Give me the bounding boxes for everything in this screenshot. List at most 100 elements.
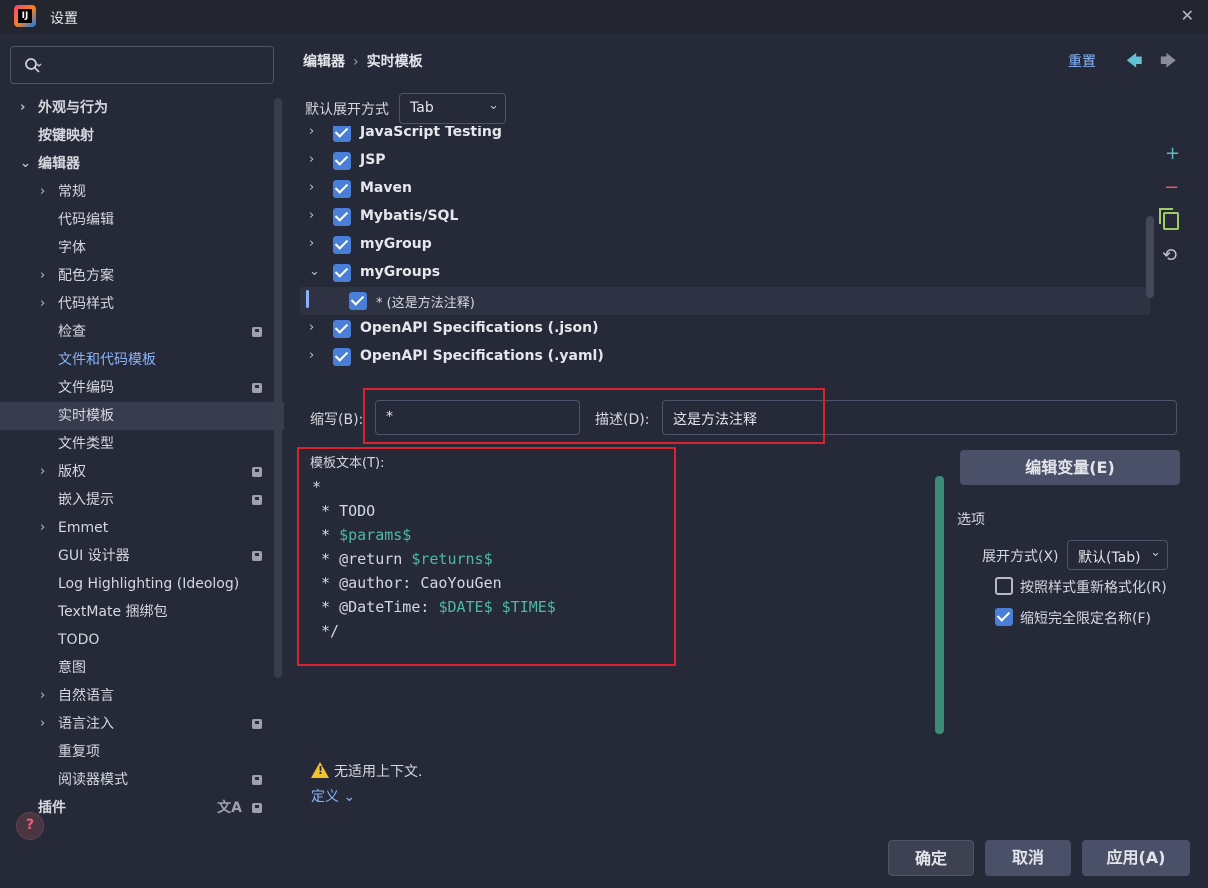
- sidebar-item-label: 字体: [58, 240, 86, 256]
- sidebar-item[interactable]: 按键映射: [0, 122, 284, 150]
- sidebar-item[interactable]: ›自然语言: [0, 682, 284, 710]
- sidebar-item[interactable]: 插件文A: [0, 794, 284, 822]
- back-arrow-icon[interactable]: 🡄: [1126, 51, 1143, 70]
- template-text-editor[interactable]: * * TODO * $params$ * @return $returns$ …: [312, 475, 556, 643]
- sidebar-item[interactable]: 意图: [0, 654, 284, 682]
- sidebar-item[interactable]: ›常规: [0, 178, 284, 206]
- add-icon[interactable]: +: [1165, 143, 1181, 164]
- sidebar-item[interactable]: TODO: [0, 626, 284, 654]
- sidebar-item[interactable]: ›代码样式: [0, 290, 284, 318]
- chevron-right-icon[interactable]: ›: [40, 268, 46, 283]
- apply-button[interactable]: 应用(A): [1082, 840, 1190, 876]
- sidebar-item[interactable]: ›语言注入: [0, 710, 284, 738]
- sidebar-item[interactable]: GUI 设计器: [0, 542, 284, 570]
- code-line: * @DateTime: $DATE$ $TIME$: [312, 595, 556, 619]
- template-checkbox[interactable]: [349, 292, 367, 310]
- chevron-right-icon[interactable]: ›: [309, 180, 315, 195]
- reformat-checkbox[interactable]: [995, 577, 1013, 595]
- chevron-right-icon[interactable]: ›: [40, 184, 46, 199]
- template-list-scrollbar[interactable]: [1146, 216, 1154, 298]
- template-group[interactable]: ›Maven: [300, 175, 1150, 203]
- template-checkbox[interactable]: [333, 264, 351, 282]
- sidebar-item[interactable]: Log Highlighting (Ideolog): [0, 570, 284, 598]
- template-group[interactable]: ›myGroup: [300, 231, 1150, 259]
- template-checkbox[interactable]: [333, 348, 351, 366]
- sidebar-item[interactable]: 嵌入提示: [0, 486, 284, 514]
- sidebar-item[interactable]: 文件和代码模板: [0, 346, 284, 374]
- sidebar-item[interactable]: ⌄编辑器: [0, 150, 284, 178]
- default-expand-select[interactable]: Tab ⌄: [399, 93, 506, 124]
- template-group[interactable]: ›JavaScript Testing: [300, 126, 1150, 147]
- chevron-right-icon[interactable]: ›: [20, 100, 26, 115]
- sidebar-item-label: 按键映射: [38, 128, 94, 144]
- project-settings-icon: [252, 495, 262, 505]
- template-group[interactable]: › Mybatis/SQL: [300, 203, 1150, 231]
- sidebar-item[interactable]: TextMate 捆绑包: [0, 598, 284, 626]
- shorten-fq-names-label[interactable]: 缩短完全限定名称(F): [1020, 611, 1151, 627]
- code-line: * TODO: [312, 499, 556, 523]
- settings-search-input[interactable]: [10, 46, 274, 84]
- cancel-button[interactable]: 取消: [985, 840, 1071, 876]
- template-name: Mybatis/SQL: [360, 208, 459, 224]
- template-item[interactable]: * (这是方法注释): [300, 287, 1150, 315]
- reformat-label[interactable]: 按照样式重新格式化(R): [1020, 580, 1167, 596]
- chevron-right-icon[interactable]: ›: [309, 348, 315, 363]
- template-checkbox[interactable]: [333, 208, 351, 226]
- sidebar-item[interactable]: 检查: [0, 318, 284, 346]
- template-checkbox[interactable]: [333, 152, 351, 170]
- warning-icon: [311, 762, 329, 778]
- chevron-right-icon[interactable]: ›: [40, 520, 46, 535]
- shorten-fq-names-checkbox[interactable]: [995, 608, 1013, 626]
- chevron-right-icon[interactable]: ›: [309, 152, 315, 167]
- project-settings-icon: [252, 383, 262, 393]
- ok-button[interactable]: 确定: [888, 840, 974, 876]
- context-warning-text: 无适用上下文.: [334, 764, 423, 780]
- remove-icon[interactable]: −: [1164, 177, 1180, 198]
- chevron-right-icon[interactable]: ›: [40, 716, 46, 731]
- define-context-link[interactable]: 定义 ⌄: [311, 789, 356, 805]
- chevron-right-icon[interactable]: ›: [309, 236, 315, 251]
- chevron-down-icon[interactable]: ⌄: [20, 156, 31, 171]
- sidebar-item[interactable]: 实时模板: [0, 402, 284, 430]
- sidebar-item[interactable]: ›配色方案: [0, 262, 284, 290]
- sidebar-item[interactable]: 文件编码: [0, 374, 284, 402]
- sidebar-item[interactable]: 重复项: [0, 738, 284, 766]
- sidebar-item[interactable]: 阅读器模式: [0, 766, 284, 794]
- breadcrumb-editor[interactable]: 编辑器: [303, 54, 345, 70]
- help-icon[interactable]: [16, 812, 44, 840]
- template-checkbox[interactable]: [333, 126, 351, 142]
- template-group[interactable]: ›OpenAPI Specifications (.yaml): [300, 343, 1150, 370]
- restore-icon[interactable]: ⟲: [1162, 245, 1178, 266]
- sidebar-scrollbar[interactable]: [274, 98, 282, 678]
- template-group[interactable]: ›OpenAPI Specifications (.json): [300, 315, 1150, 343]
- abbreviation-field[interactable]: *: [375, 400, 580, 435]
- sidebar-item[interactable]: 文件类型: [0, 430, 284, 458]
- sidebar-item[interactable]: 代码编辑: [0, 206, 284, 234]
- edit-variables-button[interactable]: 编辑变量(E): [960, 450, 1180, 485]
- chevron-right-icon[interactable]: ›: [309, 126, 315, 139]
- close-icon[interactable]: ✕: [1180, 6, 1194, 25]
- sidebar-item[interactable]: ›外观与行为: [0, 94, 284, 122]
- description-field[interactable]: 这是方法注释: [662, 400, 1177, 435]
- template-checkbox[interactable]: [333, 236, 351, 254]
- chevron-right-icon[interactable]: ›: [40, 296, 46, 311]
- copy-icon[interactable]: [1159, 208, 1179, 230]
- forward-arrow-icon[interactable]: 🡆: [1160, 51, 1177, 70]
- template-checkbox[interactable]: [333, 320, 351, 338]
- sidebar-item[interactable]: ›版权: [0, 458, 284, 486]
- sidebar-item-label: 重复项: [58, 744, 100, 760]
- sidebar-item[interactable]: ›Emmet: [0, 514, 284, 542]
- template-group[interactable]: ›JSP: [300, 147, 1150, 175]
- chevron-right-icon[interactable]: ›: [309, 208, 315, 223]
- chevron-down-icon[interactable]: ⌄: [309, 264, 320, 279]
- template-checkbox[interactable]: [333, 180, 351, 198]
- sidebar-item[interactable]: 字体: [0, 234, 284, 262]
- expand-with-select[interactable]: 默认(Tab) ⌄: [1067, 540, 1168, 570]
- editor-scrollbar[interactable]: [935, 476, 944, 734]
- reset-link[interactable]: 重置: [1068, 54, 1096, 70]
- project-settings-icon: [252, 803, 262, 813]
- chevron-right-icon[interactable]: ›: [40, 464, 46, 479]
- chevron-right-icon[interactable]: ›: [40, 688, 46, 703]
- chevron-right-icon[interactable]: ›: [309, 320, 315, 335]
- template-group[interactable]: ⌄myGroups: [300, 259, 1150, 287]
